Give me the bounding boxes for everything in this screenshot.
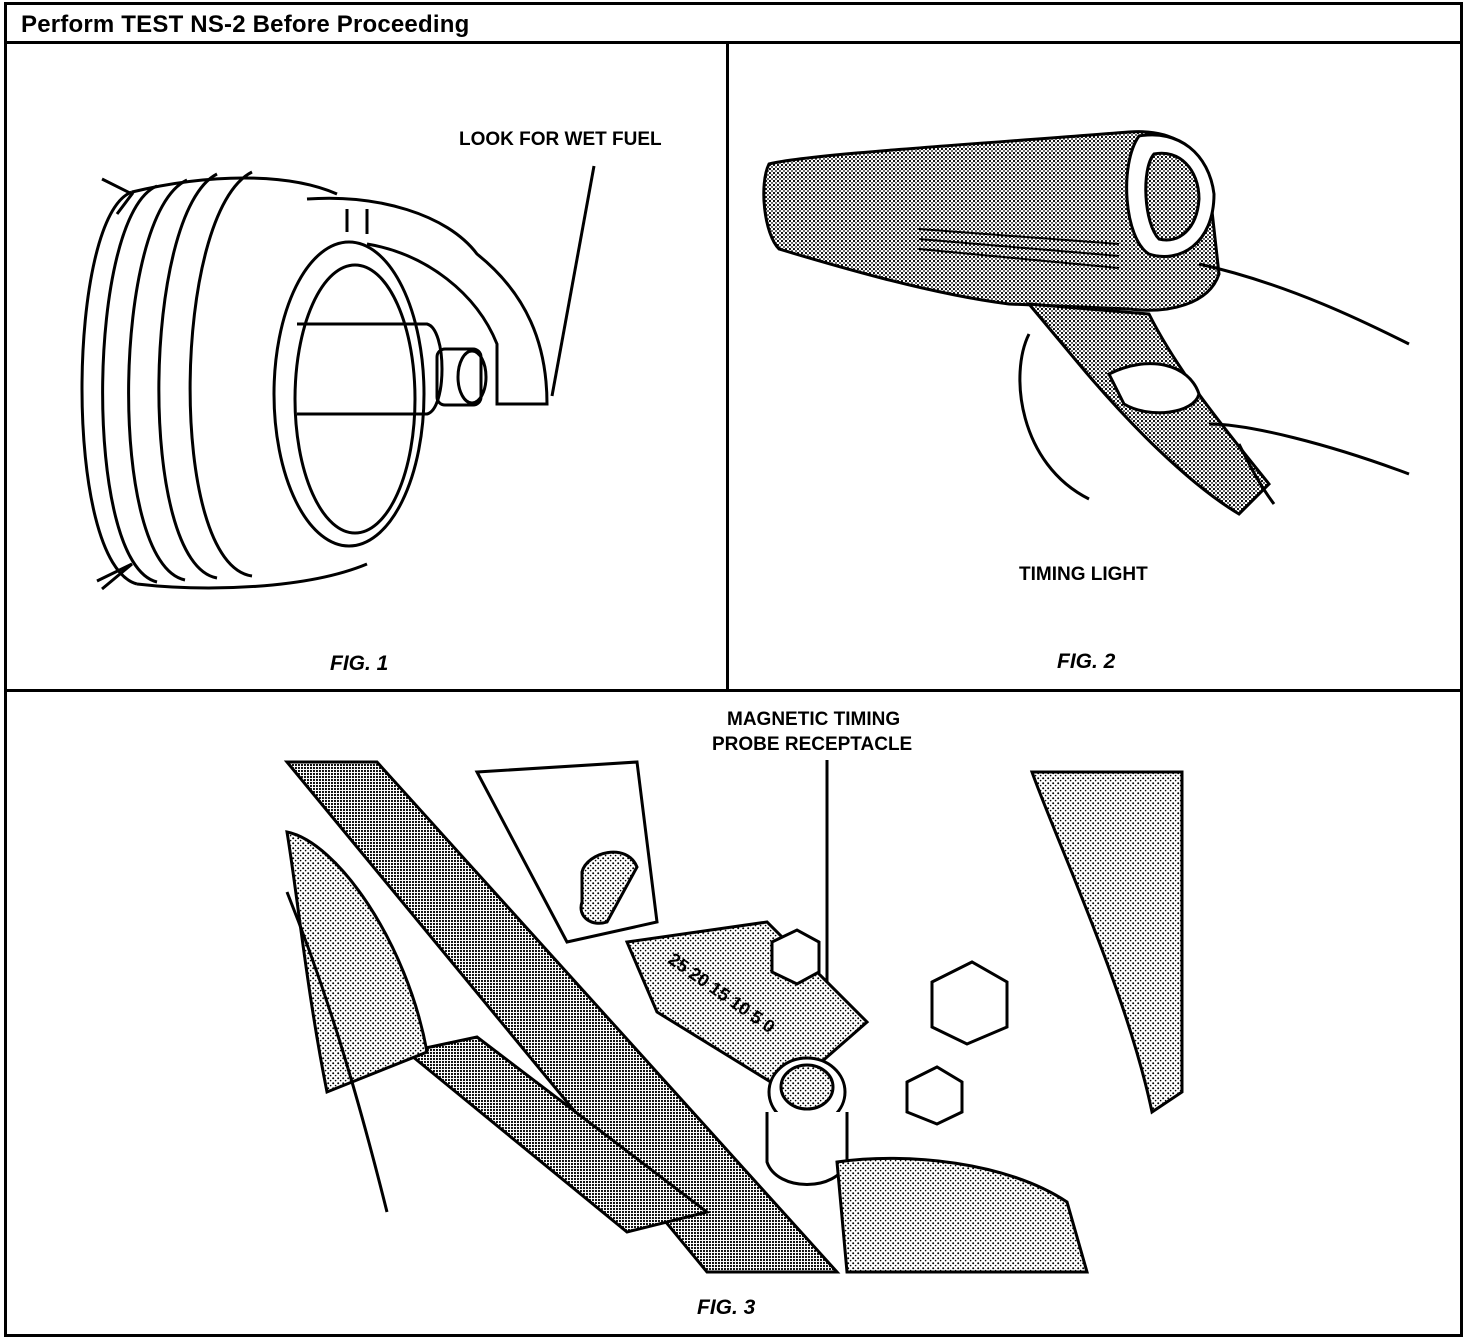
figure-2-panel: TIMING LIGHT FIG. 2 xyxy=(729,44,1460,692)
page-frame: Perform TEST NS-2 Before Proceeding LOOK… xyxy=(4,2,1463,1337)
probe-callout-line-1: MAGNETIC TIMING xyxy=(727,709,901,730)
header-bar: Perform TEST NS-2 Before Proceeding xyxy=(7,5,1460,44)
wet-fuel-callout: LOOK FOR WET FUEL xyxy=(459,129,662,150)
fuel-filter-illustration xyxy=(80,165,596,591)
timing-light-label: TIMING LIGHT xyxy=(1019,564,1148,585)
timing-light-illustration xyxy=(762,130,1410,516)
probe-callout-line-2: PROBE RECEPTACLE xyxy=(712,734,913,755)
figure-1-caption: FIG. 1 xyxy=(330,652,389,675)
figure-3-panel: MAGNETIC TIMING PROBE RECEPTACLE xyxy=(7,692,1460,1334)
figure-1-panel: LOOK FOR WET FUEL xyxy=(7,44,729,692)
figure-2-caption: FIG. 2 xyxy=(1057,650,1116,673)
page-title: Perform TEST NS-2 Before Proceeding xyxy=(21,11,470,38)
figure-3-caption: FIG. 3 xyxy=(697,1296,756,1319)
timing-probe-illustration: 25 20 15 10 5 0 xyxy=(283,760,1184,1274)
